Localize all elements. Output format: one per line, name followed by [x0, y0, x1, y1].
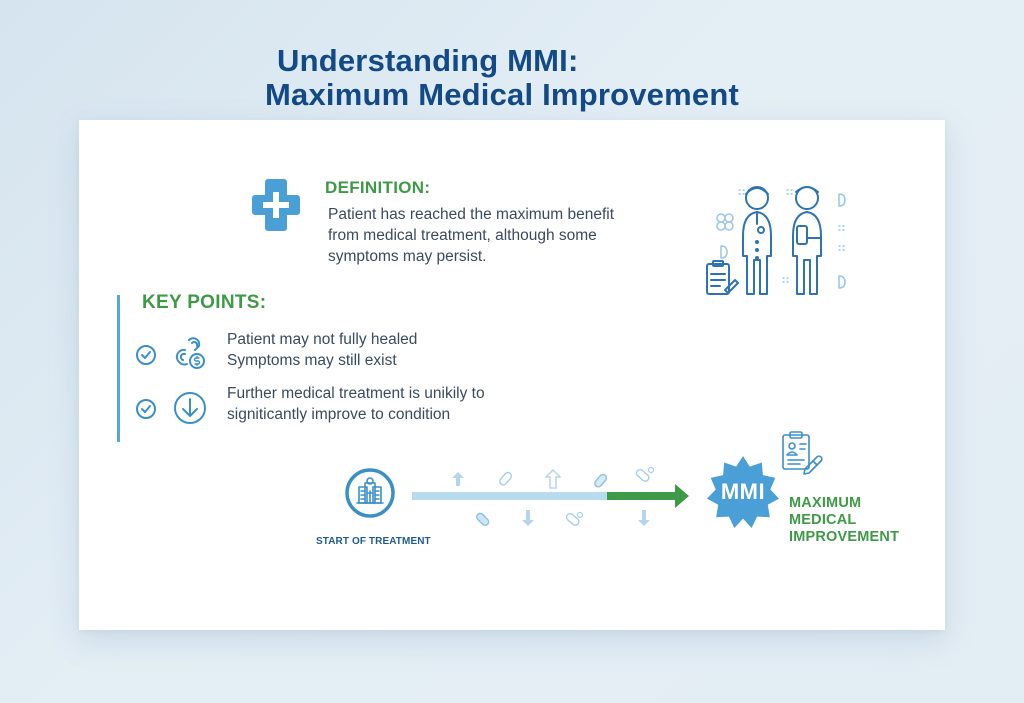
broken-chain-dollar-icon	[175, 337, 205, 369]
key-point-item: Patient may not fully healed Symptoms ma…	[135, 330, 535, 374]
key-point-line: Symptoms may still exist	[227, 352, 397, 369]
pill-icon	[594, 473, 608, 488]
pill-icon	[635, 466, 655, 482]
timeline-track	[412, 492, 607, 500]
definition-line: Patient has reached the maximum benefit	[328, 206, 615, 223]
arrow-up-icon	[452, 472, 464, 486]
arrow-down-circle-icon	[174, 392, 206, 424]
pill-icon	[499, 471, 513, 486]
doctor-and-patient-icon	[706, 186, 846, 295]
pill-icon	[565, 511, 584, 526]
mmi-badge-text: MMI	[720, 479, 766, 504]
mmi-label-line: MEDICAL	[789, 512, 857, 528]
definition-line: symptoms may persist.	[328, 248, 487, 265]
definition-heading: DEFINITION:	[325, 178, 431, 197]
key-point-item: Further medical treatment is unikily to …	[135, 384, 535, 428]
check-circle-icon	[136, 345, 156, 365]
key-point-line: Further medical treatment is unikily to	[227, 385, 485, 402]
check-circle-icon	[136, 399, 156, 419]
arrow-right-icon	[675, 484, 689, 508]
key-points-heading: KEY POINTS:	[142, 292, 267, 313]
mmi-label-line: MAXIMUM	[789, 495, 862, 511]
title-line-2: Maximum Medical Improvement	[265, 77, 739, 112]
key-point-line: signiticantly improve to condition	[227, 406, 451, 423]
arrow-down-icon	[522, 510, 534, 526]
mmi-label: MAXIMUM MEDICAL IMPROVEMENT	[789, 495, 899, 546]
definition-line: from medical treatment, although some	[328, 227, 597, 244]
hospital-icon	[345, 468, 395, 518]
start-of-treatment-label: START OF TREATMENT	[316, 536, 431, 547]
arrow-down-icon	[638, 510, 650, 526]
clipboard-report-icon	[782, 431, 823, 475]
pill-icon	[475, 512, 490, 527]
definition-text: Patient has reached the maximum benefit …	[328, 204, 688, 267]
title-line-1: Understanding MMI:	[277, 43, 579, 78]
mmi-label-line: IMPROVEMENT	[789, 529, 900, 545]
medical-cross-icon	[252, 179, 300, 231]
arrow-up-icon	[545, 469, 561, 489]
key-points-divider	[117, 295, 120, 442]
mmi-badge	[707, 456, 779, 528]
timeline-progress	[607, 492, 677, 500]
key-point-line: Patient may not fully healed	[227, 331, 418, 348]
infographic-card: DEFINITION: Patient has reached the maxi…	[79, 120, 945, 630]
